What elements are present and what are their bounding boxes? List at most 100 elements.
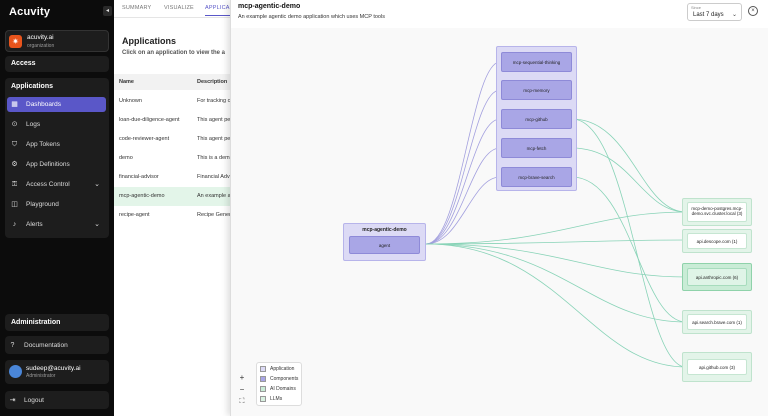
edge-tool-domain	[571, 118, 687, 213]
chevron-down-icon: ⌄	[94, 181, 100, 188]
gear-icon: ⚙	[11, 161, 18, 168]
zoom-out-button[interactable]: −	[239, 385, 245, 394]
tool-node[interactable]: mcp-brave-search	[501, 167, 572, 187]
legend-label: Application	[270, 366, 295, 372]
domain-node[interactable]: api.search.brave.com (1)	[687, 314, 747, 330]
applications-header: Applications	[11, 83, 54, 90]
sidebar-item-dashboards[interactable]: ▦ Dashboards	[7, 97, 106, 112]
row-name: financial-advisor	[119, 174, 159, 180]
sidebar-item-playground[interactable]: ◫ Playground	[7, 197, 106, 212]
tab-visualize[interactable]: VISUALIZE	[164, 5, 194, 11]
domain-node[interactable]: api.github.com (3)	[687, 359, 747, 375]
legend-label: AI Domains	[270, 386, 296, 392]
table-row-selected[interactable]: mcp-agentic-demo An example a	[114, 187, 232, 206]
sidebar-item-access-control[interactable]: ⚿ Access Control ⌄	[7, 177, 106, 192]
sidebar-item-app-tokens[interactable]: ⛉ App Tokens	[7, 137, 106, 152]
user-role: Administrator	[26, 373, 56, 379]
table-row[interactable]: recipe-agent Recipe Gener	[114, 206, 232, 225]
fit-view-icon[interactable]: ⛶	[239, 398, 245, 405]
tool-node[interactable]: mcp-github	[501, 109, 572, 129]
edge-tool-domain	[571, 176, 687, 323]
sidebar-item-app-definitions[interactable]: ⚙ App Definitions	[7, 157, 106, 172]
since-select[interactable]: Since Last 7 days ⌄	[687, 3, 742, 21]
administration-section[interactable]: Administration	[5, 314, 109, 331]
sidebar-item-logs[interactable]: ⊙ Logs	[7, 117, 106, 132]
edge-agent-tool	[425, 118, 501, 245]
legend-swatch	[260, 396, 266, 402]
sidebar: Acuvity ◂ ✷ acuvity.ai organization Acce…	[0, 0, 114, 416]
row-name: code-reviewer-agent	[119, 136, 170, 142]
sidebar-item-alerts[interactable]: ♪ Alerts ⌄	[7, 217, 106, 232]
documentation-item: ? Documentation	[5, 338, 105, 353]
access-section[interactable]: Access	[5, 56, 109, 72]
sidebar-item-label: Logs	[26, 121, 41, 128]
logout-item: ⇥ Logout	[5, 393, 105, 408]
org-type: organization	[27, 43, 55, 49]
table-row[interactable]: financial-advisor Financial Adv	[114, 168, 232, 187]
row-desc: An example a	[197, 193, 231, 199]
edge-agent-domain	[425, 211, 687, 245]
row-desc: This agent pe	[197, 117, 231, 123]
chevron-down-icon: ⌄	[731, 12, 737, 18]
column-header-description[interactable]: Description	[197, 79, 228, 85]
edge-agent-tool	[425, 61, 501, 245]
tool-node[interactable]: mcp-memory	[501, 80, 572, 100]
tab-summary[interactable]: SUMMARY	[122, 5, 152, 11]
table-row[interactable]: code-reviewer-agent This agent pe	[114, 130, 232, 149]
documentation-link[interactable]: ? Documentation	[5, 336, 109, 354]
sidebar-item-label: App Definitions	[26, 161, 70, 168]
row-name: Unknown	[119, 98, 142, 104]
row-desc: For tracking c	[197, 98, 231, 104]
graph-legend: Application Components AI Domains LLMs	[256, 362, 302, 406]
user-menu[interactable]: sudeep@acuvity.ai Administrator	[5, 360, 109, 384]
graph-canvas[interactable]: mcp-sequential-thinking mcp-memory mcp-g…	[231, 28, 768, 416]
legend-swatch	[260, 386, 266, 392]
legend-label: LLMs	[270, 396, 283, 402]
brand-logo: Acuvity	[9, 6, 51, 18]
legend-label: Components	[270, 376, 299, 382]
edge-agent-domain	[425, 243, 687, 323]
edge-tool-domain	[571, 147, 687, 213]
help-icon: ?	[10, 342, 15, 349]
zoom-in-button[interactable]: +	[239, 373, 245, 382]
tool-node[interactable]: mcp-fetch	[501, 138, 572, 158]
legend-swatch	[260, 376, 266, 382]
table-row[interactable]: demo This is a dem	[114, 149, 232, 168]
close-icon[interactable]: ×	[748, 6, 758, 16]
logout-icon: ⇥	[9, 397, 16, 404]
org-switcher[interactable]: ✷ acuvity.ai organization	[5, 30, 109, 52]
drawer-title: mcp-agentic-demo	[238, 3, 301, 10]
tab-applications[interactable]: APPLICA	[205, 5, 230, 16]
sidebar-item-label: Playground	[26, 201, 59, 208]
domain-node[interactable]: api.descope.com (1)	[687, 233, 747, 249]
org-name: acuvity.ai	[27, 34, 54, 41]
llm-node[interactable]: api.anthropic.com (6)	[687, 268, 747, 286]
bell-icon: ♪	[12, 221, 17, 228]
access-header: Access	[11, 60, 36, 67]
org-avatar: ✷	[9, 35, 22, 48]
main-panel: SUMMARY VISUALIZE APPLICA Applications C…	[114, 0, 232, 416]
edge-agent-tool	[425, 176, 501, 245]
chevron-left-icon[interactable]: ◂	[103, 6, 112, 16]
logout-button[interactable]: ⇥ Logout	[5, 391, 109, 409]
edge-agent-domain	[425, 239, 687, 245]
logout-label: Logout	[24, 397, 44, 404]
sidebar-item-label: Access Control	[26, 181, 70, 188]
lock-icon: ⚿	[11, 181, 18, 188]
row-name: recipe-agent	[119, 212, 150, 218]
avatar	[9, 365, 22, 378]
row-desc: This is a dem	[197, 155, 230, 161]
shield-icon: ⛉	[11, 141, 18, 148]
documentation-label: Documentation	[24, 342, 68, 349]
table-row[interactable]: Unknown For tracking c	[114, 92, 232, 111]
application-label: mcp-agentic-demo	[362, 226, 407, 233]
column-header-name[interactable]: Name	[119, 79, 134, 85]
chevron-down-icon: ⌄	[94, 221, 100, 228]
domain-node[interactable]: mcp-demo-postgres.mcp-demo.svc.cluster.l…	[687, 202, 747, 222]
row-desc: Recipe Gener	[197, 212, 231, 218]
component-node[interactable]: agent	[349, 236, 420, 254]
app-detail-drawer: mcp-agentic-demo An example agentic demo…	[230, 0, 768, 416]
tool-node[interactable]: mcp-sequential-thinking	[501, 52, 572, 72]
drawer-subtitle: An example agentic demo application whic…	[238, 14, 385, 20]
table-row[interactable]: loan-due-diligence-agent This agent pe	[114, 111, 232, 130]
